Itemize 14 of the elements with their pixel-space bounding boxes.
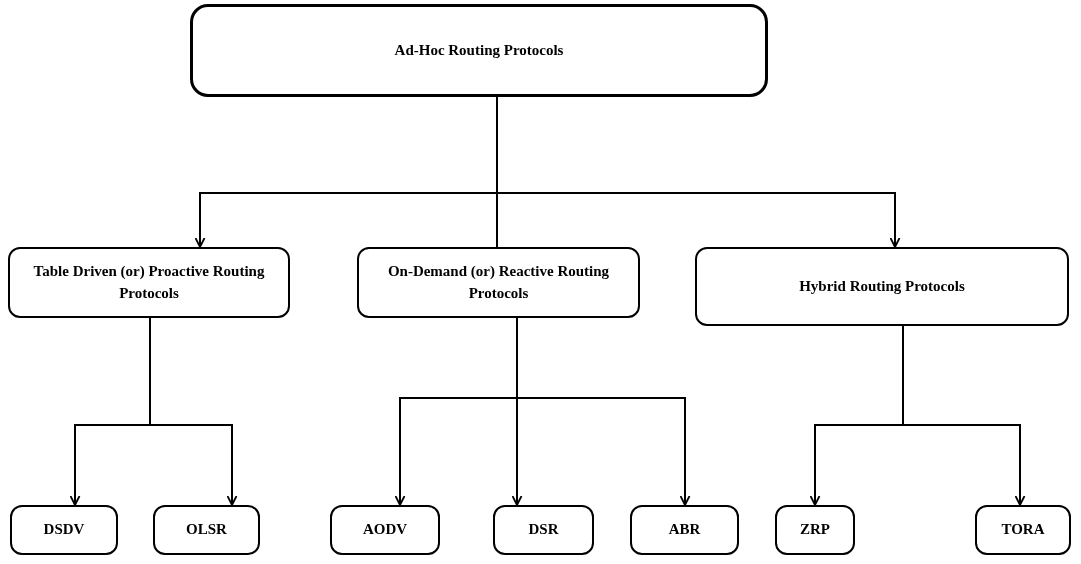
process-box: DSDV <box>10 505 118 555</box>
process-box: Table Driven (or) Proactive Routing Protocols <box>8 247 290 318</box>
process-box: AODV <box>330 505 440 555</box>
connector-arrow <box>149 317 238 506</box>
process-box: On-Demand (or) Reactive Routing Protocols <box>357 247 640 318</box>
connector-arrow <box>516 317 691 506</box>
root-box: Ad-Hoc Routing Protocols <box>190 4 768 97</box>
process-box: Hybrid Routing Protocols <box>695 247 1069 326</box>
process-box: DSR <box>493 505 594 555</box>
process-box: OLSR <box>153 505 260 555</box>
process-box: TORA <box>975 505 1071 555</box>
process-box: ABR <box>630 505 739 555</box>
process-box: ZRP <box>775 505 855 555</box>
connector-arrow <box>902 325 1026 506</box>
